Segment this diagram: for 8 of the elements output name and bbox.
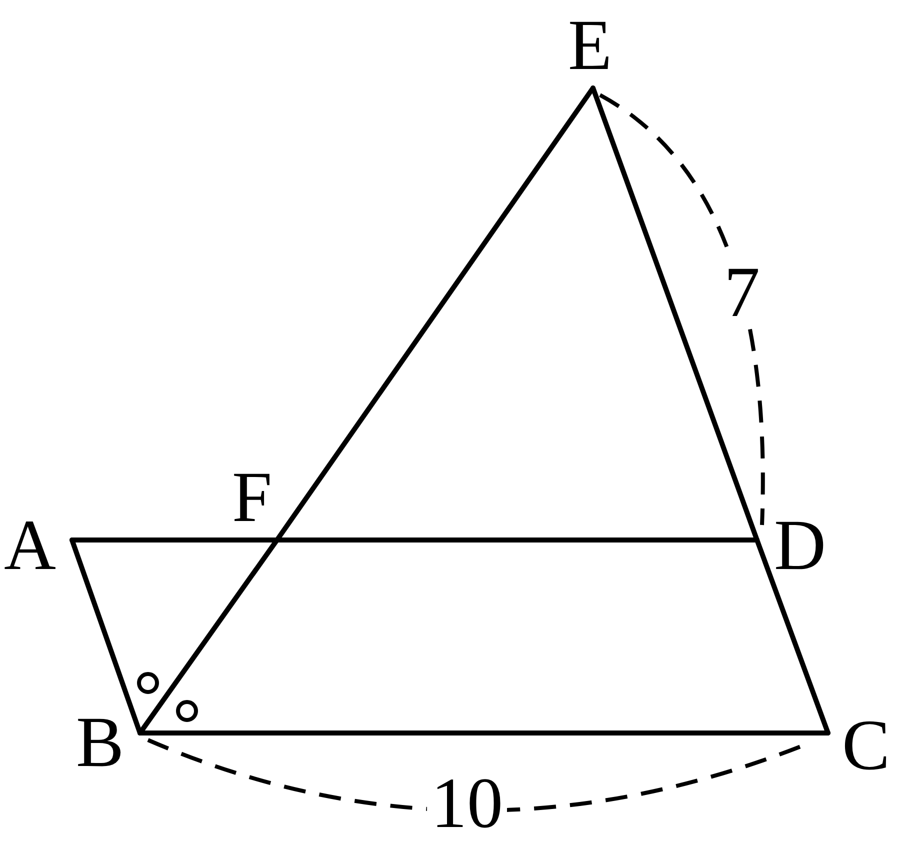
point-label: F	[232, 461, 272, 533]
point-label: C	[842, 709, 890, 781]
line-segment	[754, 538, 830, 736]
point-label: D	[774, 509, 826, 581]
point-label: A	[4, 509, 56, 581]
line-segment	[70, 538, 142, 736]
point-label: E	[568, 9, 612, 81]
point-label: B	[76, 706, 124, 778]
